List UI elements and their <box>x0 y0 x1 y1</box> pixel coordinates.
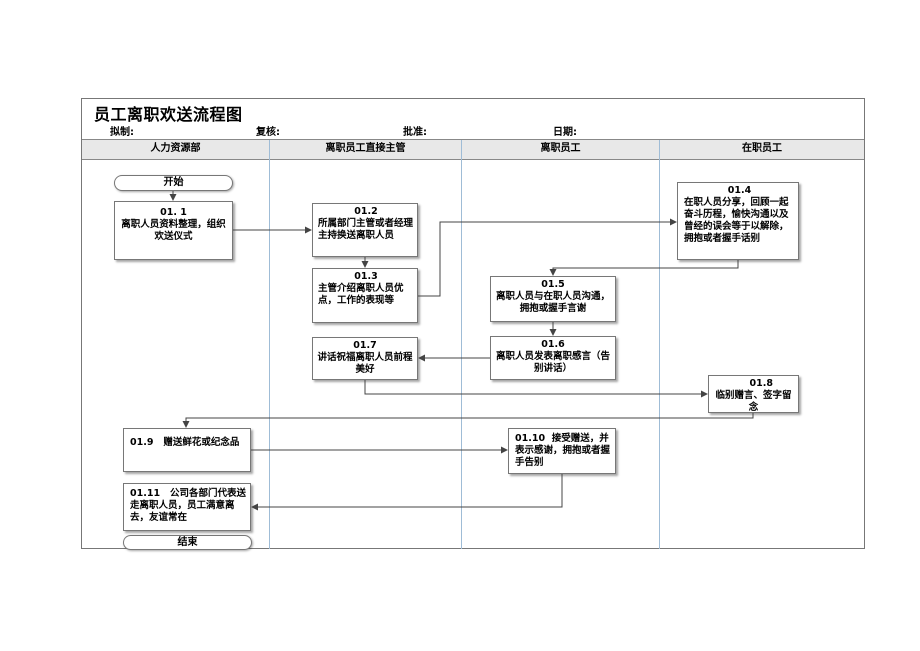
step-box: 01.3 主管介绍离职人员优点，工作的表现等 <box>312 268 418 323</box>
step-box: 01.8 临别赠言、签字留念 <box>708 375 799 413</box>
step-box: 01.11 公司各部门代表送走离职人员，员工满意离去，友谊常在 <box>123 483 251 531</box>
step-number: 01.4 <box>727 185 752 196</box>
step-number: 01.8 <box>749 378 773 389</box>
step-box: 01.7 讲话祝福离职人员前程美好 <box>312 337 418 380</box>
step-box: 01.9 赠送鲜花或纪念品 <box>123 428 251 472</box>
date-label: 日期: <box>553 127 577 138</box>
lane-title-current: 在职员工 <box>742 143 782 154</box>
step-text: 所属部门主管或者经理主持换送离职人员 <box>318 218 414 241</box>
step-text: 赠送鲜花或纪念品 <box>163 437 240 448</box>
step-number: 01.9 <box>130 437 154 448</box>
step-text: 讲话祝福离职人员前程美好 <box>317 352 413 375</box>
step-number: 01.2 <box>354 206 378 217</box>
page-title: 员工离职欢送流程图 <box>94 105 243 124</box>
step-text: 接受赠送，并表示感谢，拥抱或者握手告别 <box>515 433 611 468</box>
step-number: 01.11 <box>130 488 161 499</box>
step-number: 01.6 <box>541 339 565 350</box>
lane-divider <box>659 140 660 549</box>
lane-divider <box>461 140 462 549</box>
step-text: 离职人员发表离职感言（告别讲话） <box>495 351 610 374</box>
step-box: 01.6 离职人员发表离职感言（告别讲话） <box>490 336 616 380</box>
lane-title-manager: 离职员工直接主管 <box>325 143 406 154</box>
step-number: 01.7 <box>353 340 377 351</box>
lane-title-departing: 离职员工 <box>540 143 581 154</box>
drafted-label: 拟制: <box>110 127 134 138</box>
step-box: 01.4 在职人员分享，回顾一起奋斗历程，愉快沟通以及曾经的误会等于以解除，拥抱… <box>677 182 799 260</box>
approved-label: 批准: <box>403 127 427 138</box>
lane-header-row <box>82 139 864 160</box>
start-terminal: 开始 <box>114 175 233 191</box>
step-number: 01.5 <box>541 279 565 290</box>
step-box: 01. 1 离职人员资料整理，组织欢送仪式 <box>114 201 233 260</box>
lane-title-hr: 人力资源部 <box>150 143 201 154</box>
step-text: 离职人员资料整理，组织欢送仪式 <box>121 219 226 242</box>
step-text: 公司各部门代表送走离职人员，员工满意离去，友谊常在 <box>130 488 247 523</box>
step-number: 01.3 <box>354 271 378 282</box>
lane-divider <box>269 140 270 549</box>
step-number: 01.10 <box>515 433 546 444</box>
step-box: 01.2 所属部门主管或者经理主持换送离职人员 <box>312 203 418 257</box>
step-number: 01. 1 <box>160 207 187 218</box>
step-text: 临别赠言、签字留念 <box>715 390 792 413</box>
step-box: 01.5 离职人员与在职人员沟通，拥抱或握手言谢 <box>490 276 616 322</box>
reviewed-label: 复核: <box>256 127 280 138</box>
step-box: 01.10 接受赠送，并表示感谢，拥抱或者握手告别 <box>508 428 616 474</box>
step-text: 主管介绍离职人员优点，工作的表现等 <box>318 283 404 306</box>
end-terminal: 结束 <box>123 535 252 550</box>
step-text: 离职人员与在职人员沟通，拥抱或握手言谢 <box>495 291 610 314</box>
step-text: 在职人员分享，回顾一起奋斗历程，愉快沟通以及曾经的误会等于以解除，拥抱或者握手话… <box>684 197 789 244</box>
flowchart-frame <box>81 98 865 549</box>
